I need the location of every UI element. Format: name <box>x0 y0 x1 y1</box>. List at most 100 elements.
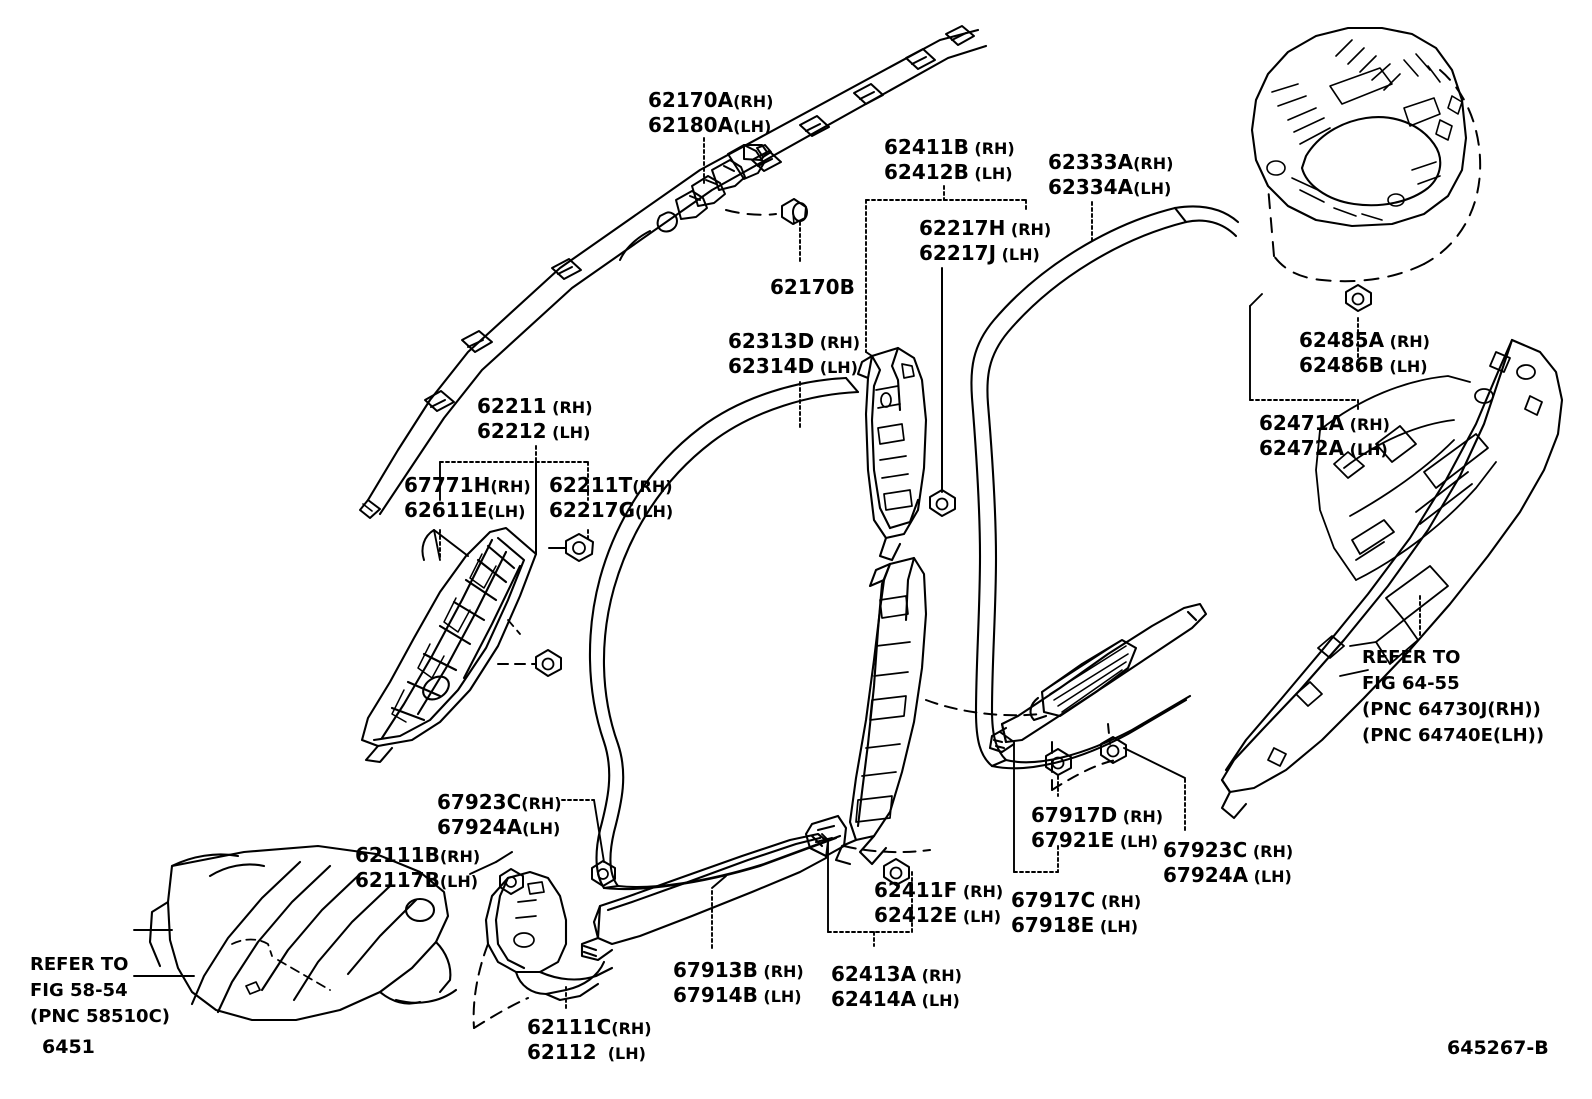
part-side: (LH) <box>1383 357 1428 376</box>
part-number: 62112 <box>527 1040 597 1064</box>
part-number: 67917C <box>1011 888 1096 912</box>
figure-code-right: 645267-B <box>1447 1037 1549 1059</box>
part-number: 62334A <box>1048 175 1134 199</box>
part-number: 62180A <box>648 113 734 137</box>
part-number: 62486B <box>1299 353 1384 377</box>
clip-62485a <box>1345 284 1372 312</box>
part-label-62471a: 62471A (RH)62472A (LH) <box>1259 411 1390 461</box>
part-number: 67923C <box>437 790 522 814</box>
part-side: (RH) <box>814 333 861 352</box>
part-label-62313d: 62313D (RH) 62314D (LH) <box>728 329 860 379</box>
refer-line: (PNC 58510C) <box>30 1006 171 1028</box>
clip-62111b <box>499 868 524 895</box>
part-number: 67924A <box>437 815 523 839</box>
part-side: (LH) <box>546 423 591 442</box>
part-label-62211t: 62211T(RH)62217G(LH) <box>549 473 673 523</box>
part-side: (RH) <box>1005 220 1052 239</box>
part-side: (LH) <box>1094 917 1139 936</box>
part-side: (LH) <box>1114 832 1159 851</box>
part-label-62111b: 62111B(RH)62117B(LH) <box>355 843 480 893</box>
part-side: (LH) <box>522 819 561 838</box>
part-number: 67924A <box>1163 863 1249 887</box>
part-label-62413a: 62413A (RH)62414A (LH) <box>831 962 962 1012</box>
part-number: 67914B <box>673 983 758 1007</box>
clip-67923c-lower <box>1100 736 1127 764</box>
part-side: (LH) <box>596 1044 646 1063</box>
center-pillar-garnish-upper-62411b <box>856 346 928 562</box>
bolt-62170b <box>781 198 808 225</box>
part-side: (RH) <box>1133 154 1174 173</box>
part-number: 62411F <box>874 878 958 902</box>
part-number: 67918E <box>1011 913 1095 937</box>
part-side: (LH) <box>733 117 772 136</box>
part-number: 62111B <box>355 843 440 867</box>
part-side: (RH) <box>521 794 562 813</box>
front-scuff-plate-67913b <box>580 832 830 962</box>
curtain-airbag-assembly <box>359 25 988 519</box>
part-label-62485a: 62485A (RH)62486B (LH) <box>1299 328 1430 378</box>
part-side: (RH) <box>611 1019 652 1038</box>
clip-62217h <box>929 489 956 517</box>
clip-62211t <box>548 533 594 562</box>
part-number: 67913B <box>673 958 758 982</box>
part-label-62170b: 62170B <box>770 275 855 300</box>
part-side: (RH) <box>957 882 1004 901</box>
part-label-67917c: 67917C (RH)67918E (LH) <box>1011 888 1141 938</box>
part-number: 62111C <box>527 1015 612 1039</box>
front-pillar-garnish-62211 <box>360 526 538 764</box>
refer-line: FIG 58-54 <box>30 980 128 1002</box>
part-side: (RH) <box>439 847 481 866</box>
part-label-67923c: 67923C (RH)67924A (LH) <box>1163 838 1293 888</box>
refer-line: FIG 64-55 <box>1362 673 1460 695</box>
part-side: (RH) <box>1247 842 1294 861</box>
clip-62411f <box>883 858 910 886</box>
part-side: (LH) <box>916 991 960 1010</box>
part-side: (LH) <box>757 987 802 1006</box>
part-number: 62314D <box>728 354 815 378</box>
part-label-67771h: 67771H(RH)62611E(LH) <box>404 473 531 523</box>
part-label-62411f: 62411F (RH)62412E (LH) <box>874 878 1003 928</box>
part-side: (RH) <box>916 966 962 985</box>
part-side: (RH) <box>632 477 673 496</box>
part-side: (RH) <box>1384 332 1430 351</box>
part-label-62217h: 62217H (RH)62217J (LH) <box>919 216 1051 266</box>
weatherstrip-62333a <box>970 205 1240 770</box>
quarter-trim-panel-large <box>1220 338 1564 820</box>
part-side: (RH) <box>1117 807 1164 826</box>
part-number: 62412B <box>884 160 969 184</box>
part-side: (LH) <box>968 164 1013 183</box>
figure-code-left: 6451 <box>42 1036 95 1058</box>
part-number: 62217G <box>549 498 635 522</box>
rear-scuff-plate-67917c <box>988 602 1208 754</box>
part-side: (RH) <box>1344 415 1390 434</box>
part-side: (LH) <box>814 358 858 377</box>
refer-line: (PNC 64740E(LH)) <box>1362 725 1545 747</box>
part-side: (LH) <box>1344 440 1388 459</box>
part-number: 62313D <box>728 329 815 353</box>
part-number: 67923C <box>1163 838 1248 862</box>
part-side: (LH) <box>1133 179 1172 198</box>
part-number: 62170B <box>770 275 855 299</box>
clip-62211t-lower <box>497 619 562 677</box>
part-side: (LH) <box>439 872 479 891</box>
part-number: 62411B <box>884 135 969 159</box>
refer-line: (PNC 64730J(RH)) <box>1362 699 1541 721</box>
part-number: 62611E <box>404 498 488 522</box>
kick-panel-62111c <box>484 870 614 1002</box>
part-number: 67917D <box>1031 803 1118 827</box>
part-number: 62217H <box>919 216 1006 240</box>
part-label-62333a: 62333A(RH)62334A(LH) <box>1048 150 1173 200</box>
part-side: (RH) <box>968 139 1015 158</box>
part-number: 62414A <box>831 987 917 1011</box>
part-side: (RH) <box>733 92 774 111</box>
part-number: 62471A <box>1259 411 1345 435</box>
weatherstrip-62313d <box>588 376 860 891</box>
quarter-trim-upper-62471a <box>1250 26 1482 283</box>
part-side: (RH) <box>1095 892 1142 911</box>
part-number: 67771H <box>404 473 491 497</box>
part-number: 62412E <box>874 903 958 927</box>
